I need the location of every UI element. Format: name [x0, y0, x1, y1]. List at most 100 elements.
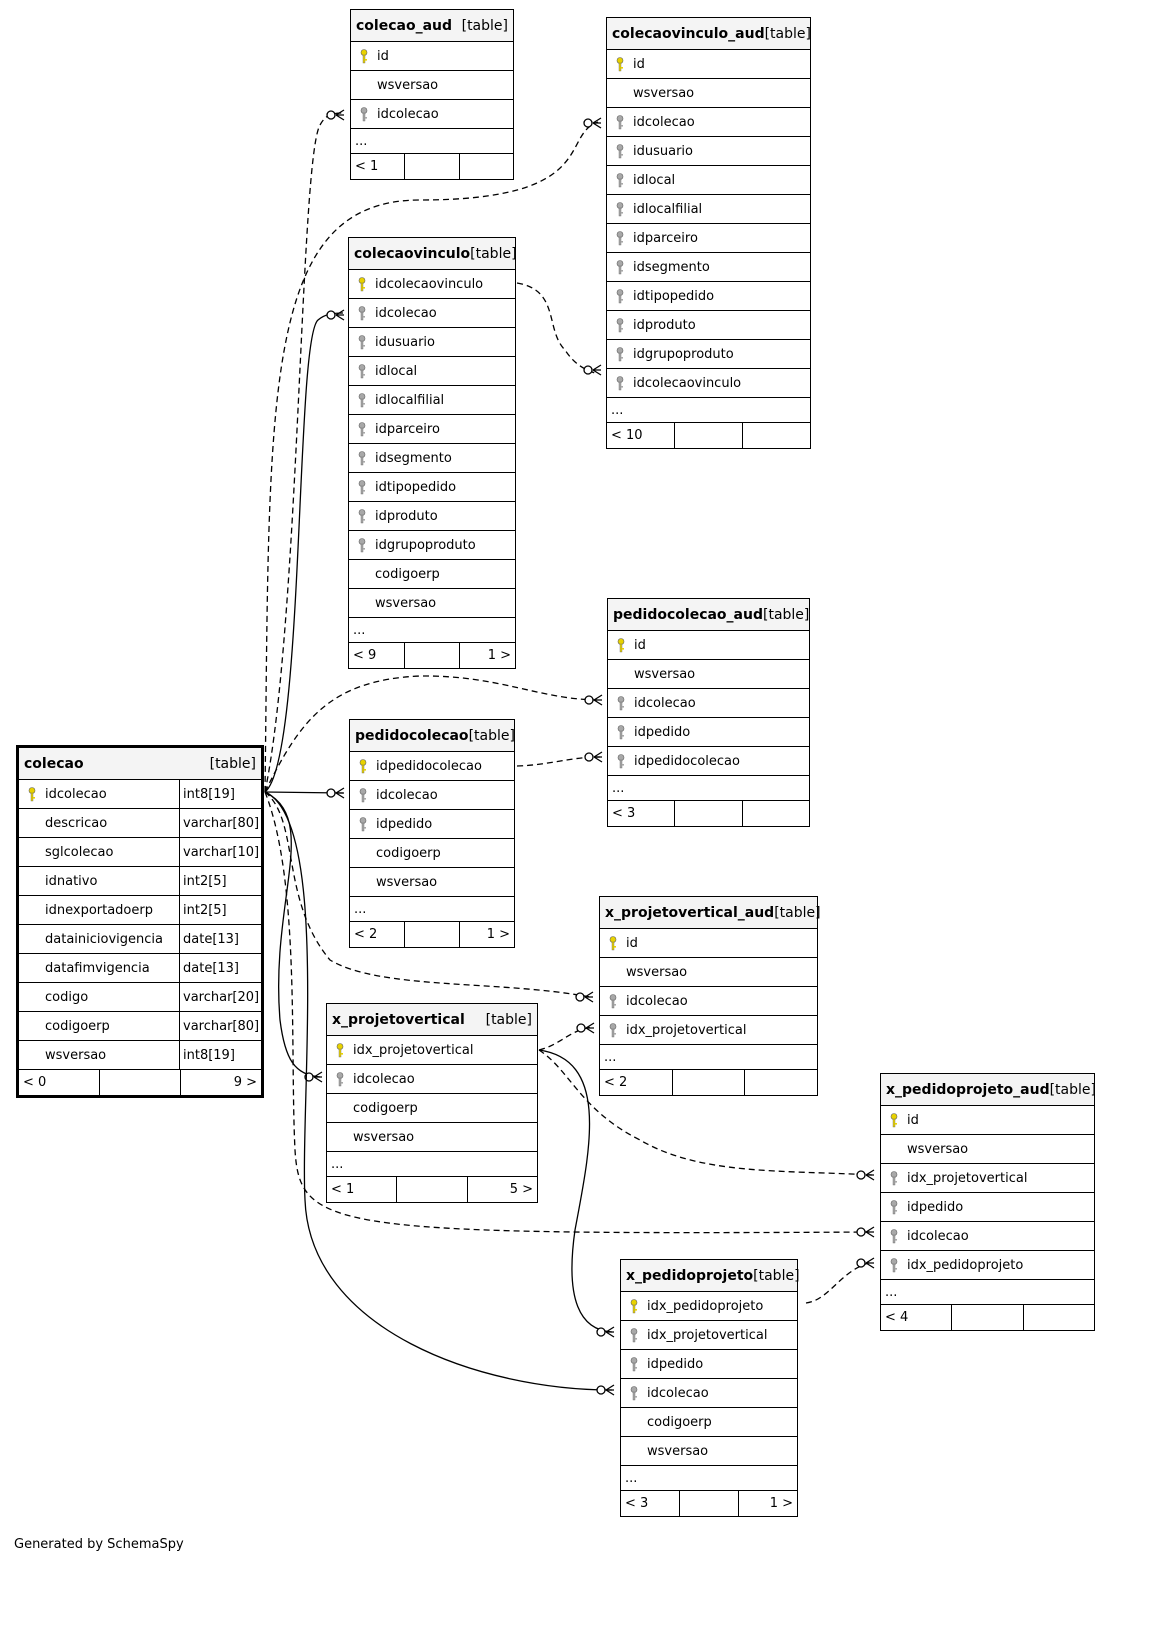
optional-marker: [326, 788, 336, 798]
table-row: idx_projetovertical: [881, 1164, 1094, 1193]
table-header: colecaovinculo_aud[table]: [607, 18, 811, 50]
table-row: idusuario: [607, 137, 810, 166]
column-name: idtipopedido: [375, 479, 457, 495]
column-name: id: [633, 56, 645, 72]
column-name: datainiciovigencia: [45, 931, 163, 947]
column-name: idcolecao: [45, 786, 107, 802]
foreign-key-icon: [621, 1385, 647, 1401]
foreign-key-icon: [349, 537, 375, 553]
column-name: idlocal: [633, 172, 676, 188]
many-marker: [865, 1169, 875, 1181]
column-name: codigoerp: [376, 845, 441, 861]
foreign-key-icon: [608, 724, 634, 740]
table-row: idlocalfilial: [349, 386, 515, 415]
more-columns: ...: [351, 129, 513, 154]
parents-count: < 9: [353, 648, 377, 663]
parents-count: < 1: [331, 1182, 355, 1197]
table-kind: [table]: [764, 25, 811, 42]
table-header: pedidocolecao[table]: [350, 720, 515, 752]
optional-marker: [596, 1385, 606, 1395]
table-row: wsversao: [327, 1123, 537, 1152]
table-row: idlocal: [607, 166, 810, 195]
primary-key-icon: [351, 48, 377, 64]
column-name: wsversao: [45, 1047, 107, 1063]
foreign-key-icon: [327, 1071, 353, 1087]
many-marker: [865, 1257, 875, 1269]
column-name: idtipopedido: [633, 288, 715, 304]
many-marker: [335, 109, 345, 121]
column-name: codigo: [45, 989, 89, 1005]
foreign-key-icon: [607, 114, 633, 130]
optional-marker: [856, 1227, 866, 1237]
table-header: x_projetovertical_aud[table]: [600, 897, 821, 929]
table-row: idx_pedidoprojeto: [881, 1251, 1094, 1280]
many-marker: [605, 1326, 615, 1338]
table-row: idparceiro: [349, 415, 515, 444]
table-kind: [table]: [1049, 1081, 1096, 1098]
table-row: idpedido: [881, 1193, 1094, 1222]
table-row: idcolecao: [608, 689, 809, 718]
footer-cell: [674, 423, 742, 448]
many-marker: [313, 1071, 323, 1083]
table-kind: [table]: [468, 727, 515, 744]
parents-count: < 2: [604, 1075, 628, 1090]
column-name: codigoerp: [45, 1018, 110, 1034]
column-type: varchar[80]: [179, 1012, 261, 1040]
table-name: colecaovinculo_aud: [612, 25, 765, 42]
column-name: idcolecao: [377, 106, 439, 122]
table-header: pedidocolecao_aud[table]: [608, 599, 809, 631]
column-name: idcolecao: [626, 993, 688, 1009]
table-row: idx_projetovertical: [621, 1321, 797, 1350]
foreign-key-icon: [600, 993, 626, 1009]
more-columns: ...: [881, 1280, 1094, 1305]
parents-count: < 0: [23, 1075, 47, 1090]
table-row: idcolecao: [327, 1065, 537, 1094]
optional-marker: [584, 752, 594, 762]
foreign-key-icon: [607, 346, 633, 362]
column-name: idproduto: [633, 317, 696, 333]
column-name: idcolecaovinculo: [375, 276, 484, 292]
foreign-key-icon: [607, 143, 633, 159]
table-footer: < 10: [607, 423, 810, 448]
column-name: idnativo: [45, 873, 98, 889]
foreign-key-icon: [608, 753, 634, 769]
table-row: idsegmento: [349, 444, 515, 473]
column-name: idlocal: [375, 363, 418, 379]
table-row: idpedidocolecao: [608, 747, 809, 776]
table-row: wsversao: [349, 589, 515, 618]
table-name: colecaovinculo: [354, 245, 471, 262]
many-marker: [335, 309, 345, 321]
primary-key-icon: [600, 935, 626, 951]
optional-marker: [576, 1023, 586, 1033]
column-name: idx_projetovertical: [626, 1022, 747, 1038]
relationship-line: [264, 312, 344, 793]
relationship-line: [805, 1261, 873, 1304]
table-row: idusuario: [349, 328, 515, 357]
column-name: datafimvigencia: [45, 960, 150, 976]
foreign-key-icon: [608, 695, 634, 711]
column-name: idcolecao: [353, 1071, 415, 1087]
column-name: wsversao: [353, 1129, 415, 1145]
parents-count: < 3: [612, 806, 636, 821]
primary-key-icon: [327, 1042, 353, 1058]
many-marker: [584, 991, 594, 1003]
foreign-key-icon: [350, 816, 376, 832]
table-row: codigoerp: [349, 560, 515, 589]
column-name: wsversao: [647, 1443, 709, 1459]
column-name: codigoerp: [647, 1414, 712, 1430]
column-name: idpedidocolecao: [376, 758, 482, 774]
column-name: idcolecao: [647, 1385, 709, 1401]
column-name: idx_pedidoprojeto: [647, 1298, 764, 1314]
relationship-line: [264, 112, 344, 793]
relationship-line: [538, 1049, 873, 1176]
table-row: codigoerp: [327, 1094, 537, 1123]
